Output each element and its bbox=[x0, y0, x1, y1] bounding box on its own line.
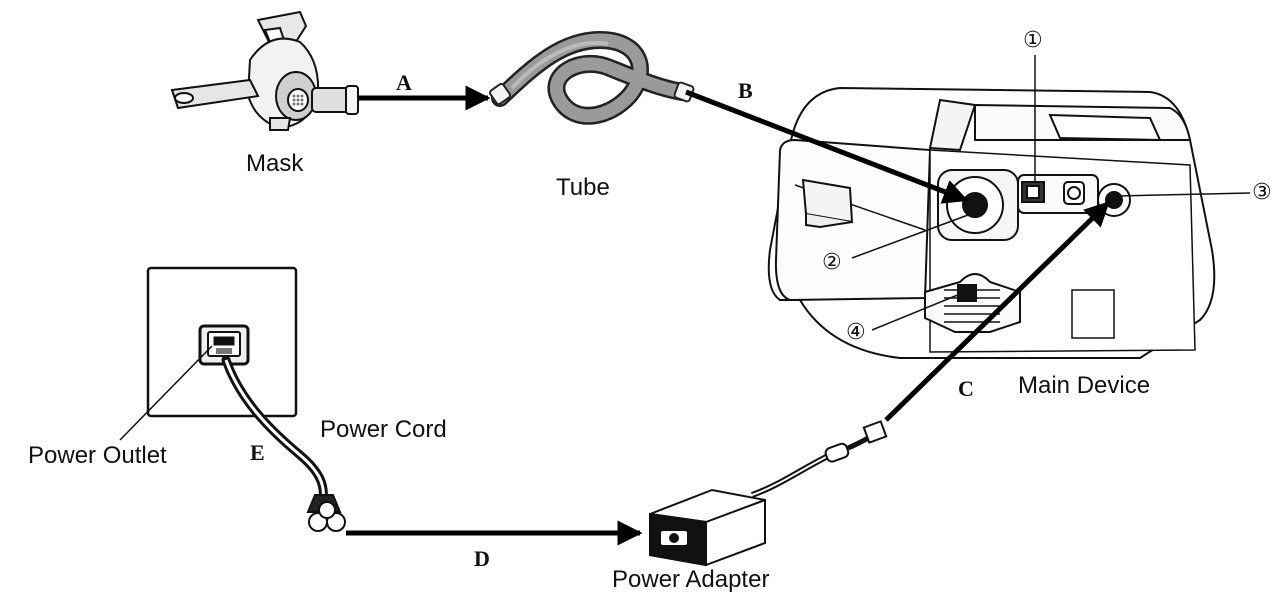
main-device-label: Main Device bbox=[1018, 372, 1151, 399]
callout-leaders bbox=[119, 55, 1251, 441]
mask-label: Mask bbox=[246, 150, 304, 177]
callout-3: ③ bbox=[1252, 180, 1272, 205]
connection-label-a: A bbox=[396, 70, 412, 95]
tube-illustration bbox=[489, 30, 695, 125]
power-outlet-illustration bbox=[146, 266, 298, 418]
power-adapter-illustration bbox=[649, 488, 766, 567]
connection-label-d: D bbox=[474, 546, 490, 571]
arrow-c bbox=[884, 201, 1110, 422]
adapter-cable-illustration bbox=[750, 420, 888, 498]
connection-label-b: B bbox=[738, 78, 753, 103]
power-cord-label: Power Cord bbox=[320, 416, 447, 443]
main-device-illustration bbox=[767, 86, 1216, 359]
callout-4: ④ bbox=[846, 320, 866, 345]
leader-2 bbox=[851, 214, 969, 259]
leader-3 bbox=[1117, 192, 1251, 197]
connection-label-c: C bbox=[958, 376, 974, 401]
power-adapter-label: Power Adapter bbox=[612, 566, 770, 593]
leader-4 bbox=[871, 291, 966, 331]
leader-outlet bbox=[119, 345, 213, 441]
power-outlet-label: Power Outlet bbox=[28, 442, 167, 469]
connection-label-e: E bbox=[250, 440, 265, 465]
mask-illustration bbox=[170, 10, 359, 131]
power-cord-illustration bbox=[221, 355, 346, 532]
tube-label: Tube bbox=[556, 174, 610, 201]
connection-arrows bbox=[346, 85, 1110, 546]
arrow-b bbox=[685, 89, 969, 204]
callout-1: ① bbox=[1023, 28, 1043, 53]
callout-2: ② bbox=[822, 250, 842, 275]
